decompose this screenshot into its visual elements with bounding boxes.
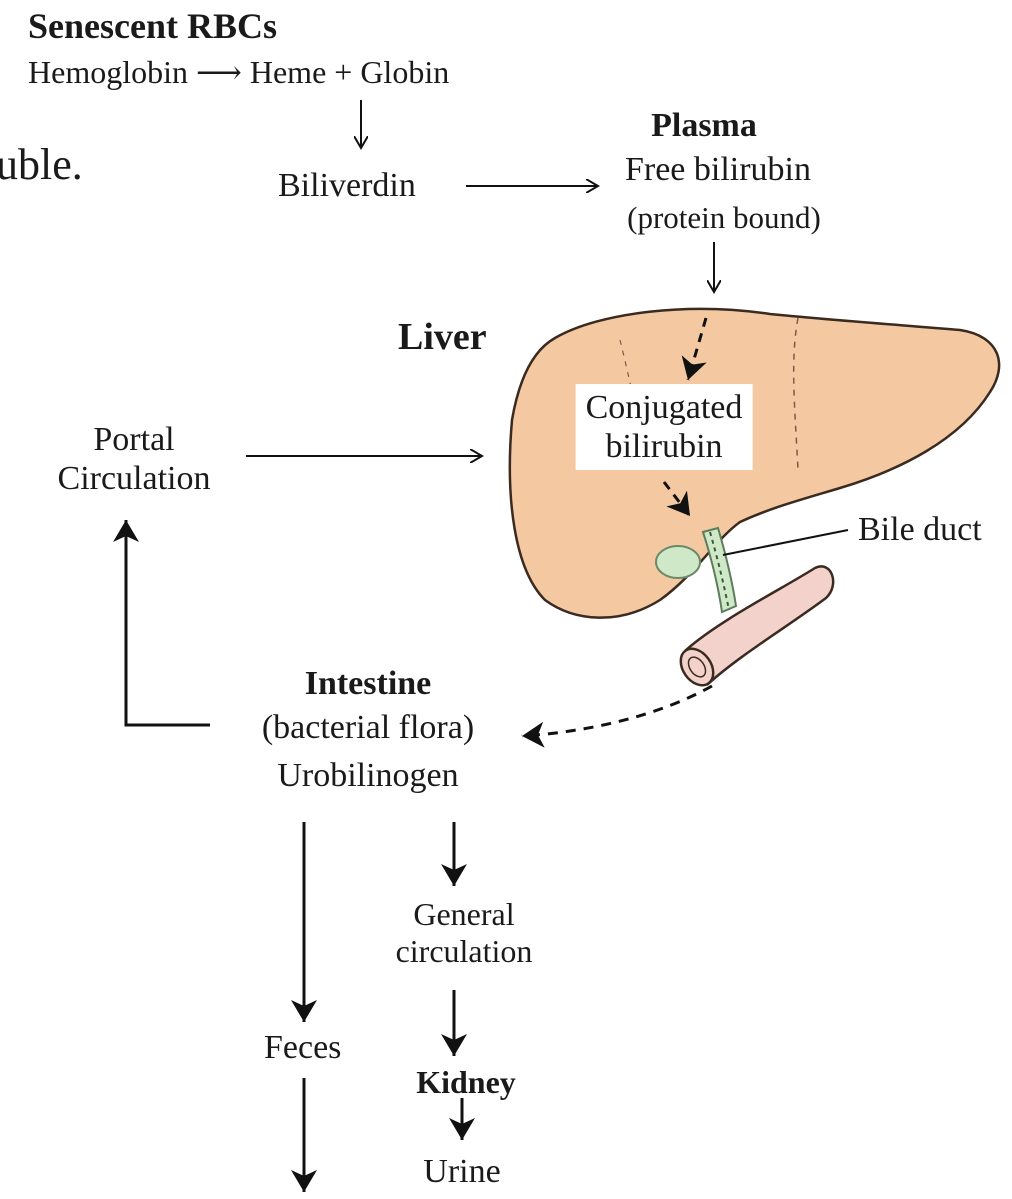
- biliverdin-label: Biliverdin: [278, 166, 416, 205]
- plus-sign: +: [334, 54, 352, 90]
- bilirubin-label: bilirubin: [586, 427, 743, 466]
- senescent-rbcs-title: Senescent RBCs: [28, 6, 277, 47]
- circulation-2-label: circulation: [396, 933, 533, 970]
- general-circulation-label: General circulation: [396, 896, 533, 970]
- liver-label: Liver: [398, 316, 487, 360]
- plasma-label: Plasma: [651, 106, 757, 145]
- general-label: General: [396, 896, 533, 933]
- free-bilirubin-label: Free bilirubin: [625, 150, 811, 189]
- urobilinogen-label: Urobilinogen: [277, 756, 458, 795]
- bile-to-intestine-dashed-arrow: [522, 686, 712, 736]
- bile-duct-leader-line: [723, 530, 848, 555]
- portal-circulation-label: Portal Circulation: [58, 420, 211, 498]
- portal-label: Portal: [58, 420, 211, 459]
- hemoglobin-arrow: ⟶: [196, 54, 242, 90]
- cropped-text-fragment: uble.: [0, 140, 83, 191]
- hemoglobin-equation: Hemoglobin ⟶ Heme + Globin: [28, 54, 449, 91]
- bacterial-flora-label: (bacterial flora): [262, 708, 474, 747]
- gallbladder-shape: [656, 546, 700, 578]
- protein-bound-label: (protein bound): [627, 200, 821, 236]
- intestine-label: Intestine: [305, 664, 432, 703]
- conjugated-label: Conjugated: [586, 388, 743, 427]
- kidney-label: Kidney: [416, 1064, 516, 1101]
- urine-label: Urine: [423, 1152, 500, 1191]
- feces-label: Feces: [264, 1028, 341, 1067]
- bile-duct-shape: [703, 528, 736, 612]
- bile-duct-label: Bile duct: [858, 510, 982, 549]
- conjugated-bilirubin-box: Conjugated bilirubin: [576, 384, 753, 470]
- heme-label: Heme: [250, 54, 326, 90]
- enterohepatic-loop-line: [126, 520, 210, 725]
- hemoglobin-label: Hemoglobin: [28, 54, 188, 90]
- globin-label: Globin: [360, 54, 449, 90]
- circulation-label: Circulation: [58, 459, 211, 498]
